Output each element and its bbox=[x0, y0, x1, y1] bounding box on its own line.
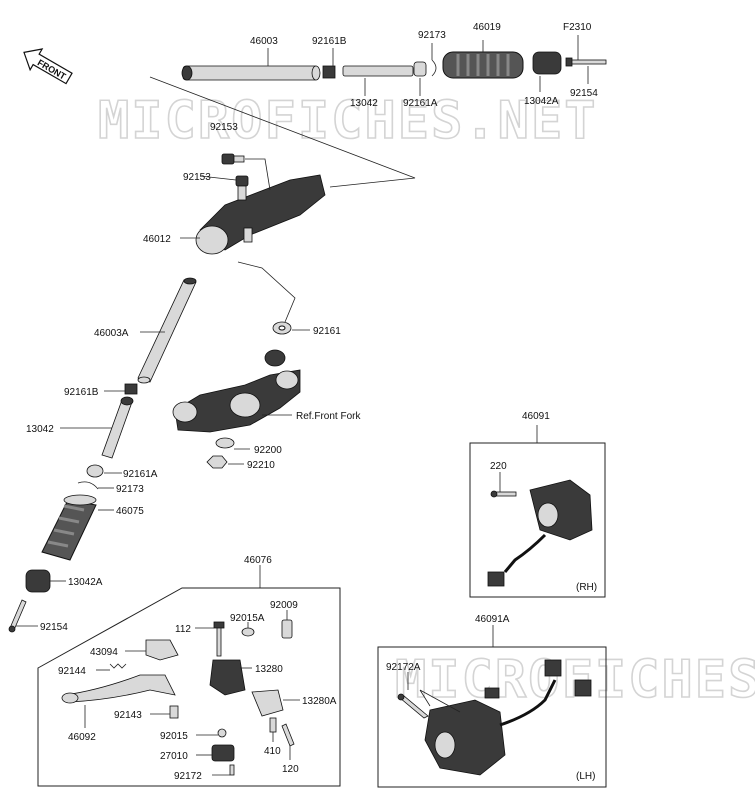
weight-13042a-top bbox=[532, 51, 562, 75]
box-46091a-lh bbox=[377, 646, 607, 788]
spring-92144 bbox=[109, 663, 127, 669]
switch-27010 bbox=[211, 744, 235, 762]
label-13042: 13042 bbox=[26, 424, 54, 435]
label-92172a: 92172A bbox=[386, 662, 421, 673]
lever-46092 bbox=[61, 674, 176, 704]
label-92143: 92143 bbox=[114, 710, 142, 721]
box-46091-rh bbox=[469, 442, 606, 598]
label-46075: 46075 bbox=[116, 506, 144, 517]
clip-92173 bbox=[77, 481, 99, 490]
cover-13280a bbox=[251, 689, 284, 717]
box-46076 bbox=[37, 587, 341, 787]
switch-lh bbox=[424, 659, 592, 776]
label-92172: 92172 bbox=[174, 771, 202, 782]
label-92015: 92015 bbox=[160, 731, 188, 742]
label-112: 112 bbox=[175, 624, 191, 635]
label-46003: 46003 bbox=[250, 36, 278, 47]
nut-92161b-top bbox=[322, 65, 336, 79]
bolt-92009 bbox=[281, 619, 293, 639]
grip-46019 bbox=[442, 51, 524, 79]
label-92153-b: 92153 bbox=[183, 172, 211, 183]
watermark-top: MICROFICHES.NET bbox=[98, 91, 598, 151]
label-92015a: 92015A bbox=[230, 613, 265, 624]
handlebar-tube-46003a bbox=[137, 277, 197, 384]
nut-92161a bbox=[86, 464, 104, 478]
label-92144: 92144 bbox=[58, 666, 86, 677]
label-92161: 92161 bbox=[313, 326, 341, 337]
washer-92200 bbox=[215, 437, 235, 449]
label-92161b-top: 92161B bbox=[312, 36, 347, 47]
watermark-bottom: MICROFICHES.NET bbox=[395, 650, 755, 710]
handlebar-holder-46012 bbox=[195, 174, 326, 255]
front-arrow-icon: FRONT bbox=[23, 48, 73, 85]
grip-46075 bbox=[41, 494, 97, 561]
washer-92161 bbox=[272, 321, 292, 335]
label-92154-top: 92154 bbox=[570, 88, 598, 99]
bolt-92153-b bbox=[235, 175, 249, 201]
label-46091a: 46091A bbox=[475, 614, 510, 625]
switch-rh bbox=[487, 479, 593, 587]
label-46019: 46019 bbox=[473, 22, 501, 33]
bolt-92154 bbox=[8, 599, 27, 633]
label-13042-top: 13042 bbox=[350, 98, 378, 109]
label-13042a: 13042A bbox=[68, 577, 103, 588]
label-46092: 46092 bbox=[68, 732, 96, 743]
bolt-92154-top bbox=[565, 57, 607, 67]
label-92161b: 92161B bbox=[64, 387, 99, 398]
screw-220 bbox=[490, 490, 517, 498]
label-f2310: F2310 bbox=[563, 22, 592, 33]
washer-92015 bbox=[217, 728, 227, 738]
label-46012: 46012 bbox=[143, 234, 171, 245]
screw-92172a bbox=[397, 693, 429, 719]
label-92173: 92173 bbox=[116, 484, 144, 495]
label-46076: 46076 bbox=[244, 555, 272, 566]
label-92200: 92200 bbox=[254, 445, 282, 456]
bolt-92153-a bbox=[221, 153, 245, 165]
pin-410 bbox=[269, 717, 277, 733]
label-92153-a: 92153 bbox=[210, 122, 238, 133]
label-43094: 43094 bbox=[90, 647, 118, 658]
label-92173-top: 92173 bbox=[418, 30, 446, 41]
inner-tube-13042 bbox=[101, 396, 134, 459]
bracket-43094 bbox=[145, 639, 179, 661]
label-ref-front-fork: Ref.Front Fork bbox=[296, 411, 361, 422]
label-92210: 92210 bbox=[247, 460, 275, 471]
label-lh: (LH) bbox=[576, 771, 595, 782]
triple-clamp bbox=[172, 349, 301, 433]
label-27010: 27010 bbox=[160, 751, 188, 762]
bolt-112 bbox=[213, 621, 225, 657]
weight-13042a bbox=[25, 569, 51, 593]
screw-92172 bbox=[229, 764, 235, 776]
nut-92210 bbox=[206, 455, 228, 469]
label-46091: 46091 bbox=[522, 411, 550, 422]
label-92161a: 92161A bbox=[123, 469, 158, 480]
screw-120 bbox=[281, 723, 295, 747]
label-92161a-top: 92161A bbox=[403, 98, 438, 109]
washer-92015a bbox=[241, 627, 255, 637]
clip-92173-top bbox=[431, 59, 437, 77]
housing-13280 bbox=[209, 659, 246, 696]
label-46003a: 46003A bbox=[94, 328, 129, 339]
label-92154: 92154 bbox=[40, 622, 68, 633]
inner-tube-13042-top bbox=[342, 65, 414, 77]
label-13280a: 13280A bbox=[302, 696, 337, 707]
label-13042a-top: 13042A bbox=[524, 96, 559, 107]
label-120: 120 bbox=[282, 764, 299, 775]
label-92009: 92009 bbox=[270, 600, 298, 611]
label-rh: (RH) bbox=[576, 582, 597, 593]
label-410: 410 bbox=[264, 746, 281, 757]
handlebar-tube-top bbox=[181, 65, 321, 81]
label-13280: 13280 bbox=[255, 664, 283, 675]
nut-92161b bbox=[124, 383, 138, 395]
label-220: 220 bbox=[490, 461, 507, 472]
pivot-92143 bbox=[169, 705, 179, 719]
nut-92161a-top bbox=[413, 61, 427, 77]
